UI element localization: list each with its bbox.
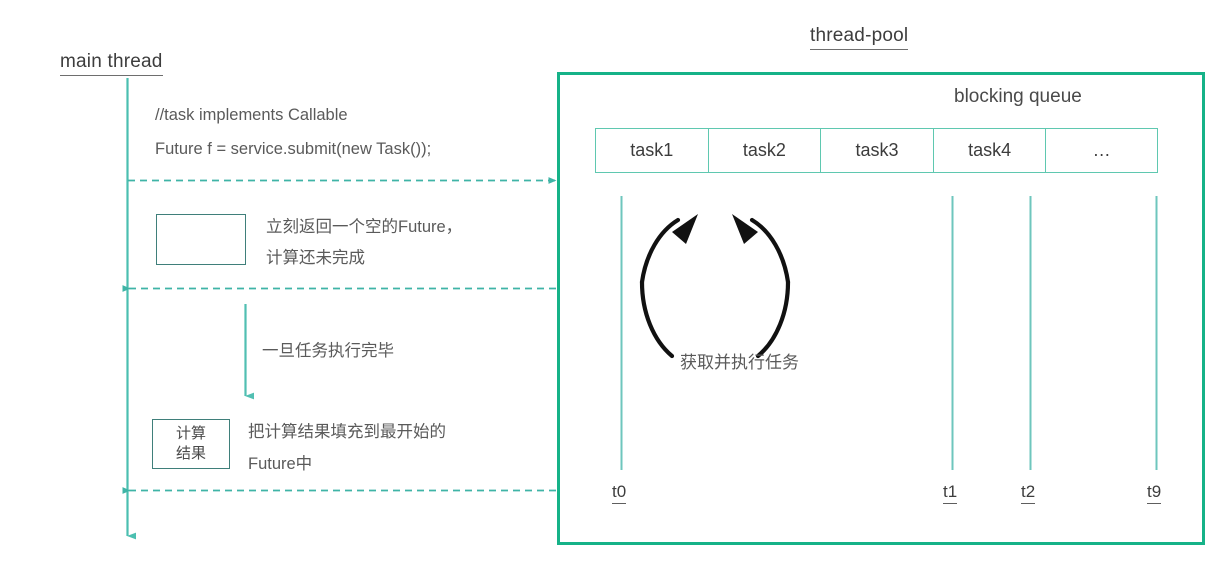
queue-cell[interactable]: task4 xyxy=(934,129,1047,172)
note-future-returned-line2: 计算还未完成 xyxy=(266,249,365,267)
thread-pool-frame xyxy=(557,72,1205,545)
blocking-queue-caption: blocking queue xyxy=(954,86,1082,107)
code-submit-line: Future f = service.submit(new Task()); xyxy=(155,140,432,158)
tick-label-t9: t9 xyxy=(1147,482,1162,504)
tick-label-t0: t0 xyxy=(612,482,627,504)
queue-cell[interactable]: … xyxy=(1092,140,1111,160)
queue-cell[interactable]: task2 xyxy=(709,129,822,172)
blocking-queue: task1 task2 task3 task4 … xyxy=(595,128,1158,173)
note-fill-result-line2: Future中 xyxy=(248,455,313,473)
computation-result-line1: 计算 xyxy=(175,424,206,442)
computation-result-line2: 结果 xyxy=(175,445,206,462)
note-fill-result-line1: 把计算结果填充到最开始的 xyxy=(248,423,446,441)
queue-cell[interactable]: task1 xyxy=(596,129,709,172)
main-thread-title: main thread xyxy=(60,51,163,76)
tick-label-t2: t2 xyxy=(1021,482,1036,504)
cycle-label: 获取并执行任务 xyxy=(680,353,799,372)
code-comment-line: //task implements Callable xyxy=(155,106,348,124)
thread-pool-title: thread-pool xyxy=(810,25,909,50)
empty-future-box xyxy=(156,214,246,265)
note-future-returned-line1: 立刻返回一个空的Future， xyxy=(266,218,463,236)
queue-cell[interactable]: task3 xyxy=(821,129,934,172)
note-task-complete: 一旦任务执行完毕 xyxy=(262,342,394,360)
tick-label-t1: t1 xyxy=(943,482,958,504)
computation-result-box: 计算 结果 xyxy=(152,419,230,469)
cycle-arrow-icon xyxy=(639,214,791,359)
